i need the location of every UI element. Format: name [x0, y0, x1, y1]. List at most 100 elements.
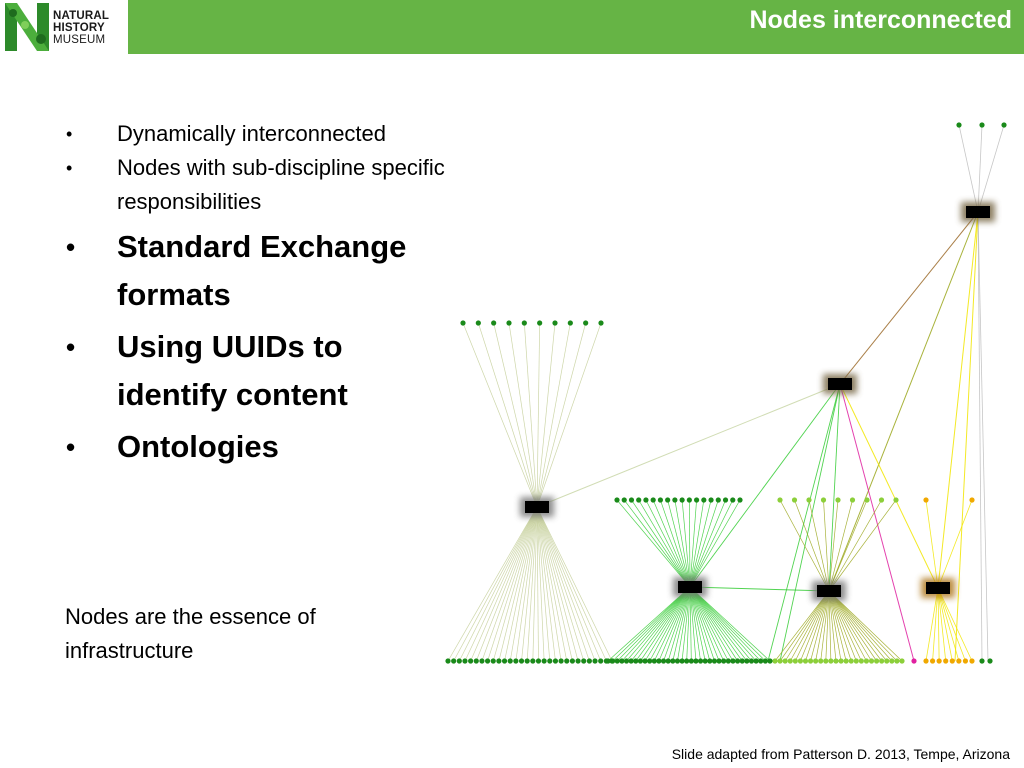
network-leaf-node [730, 497, 736, 503]
network-edge [828, 590, 837, 662]
bullet-text: Ontologies [117, 429, 279, 464]
network-leaf-node [530, 658, 536, 664]
network-edge [689, 586, 766, 662]
network-edge [638, 499, 691, 588]
logo-line-museum: MUSEUM [53, 34, 106, 46]
network-leaf-node [586, 658, 592, 664]
bullet-text: Using UUIDs to identify content [117, 329, 348, 412]
network-leaf-node [725, 658, 731, 664]
network-edge [932, 587, 939, 662]
network-edge [689, 586, 706, 662]
bullet-item: • Standard Exchange formats [60, 223, 460, 319]
network-edge [689, 499, 691, 588]
bullet-glyph: • [66, 432, 76, 462]
network-leaf-node [878, 497, 885, 503]
network-edge [536, 506, 551, 662]
network-edge [689, 499, 719, 588]
network-edge [828, 590, 857, 662]
network-leaf-node [762, 658, 768, 664]
network-leaf-node [777, 658, 783, 664]
network-edge [667, 586, 691, 662]
network-edge [689, 586, 701, 662]
network-leaf-node [820, 497, 827, 503]
network-edge [464, 506, 538, 662]
network-edge [462, 322, 538, 508]
network-leaf-node [693, 497, 700, 503]
network-leaf-node [923, 658, 929, 664]
network-leaf-node [462, 658, 468, 664]
network-leaf-node [807, 658, 814, 664]
network-edge [828, 590, 882, 662]
network-edge [689, 499, 712, 588]
network-edge [828, 590, 867, 662]
network-edge [458, 506, 538, 662]
network-edge [937, 587, 973, 662]
network-leaf-node [737, 497, 743, 503]
bullet-text: Nodes with sub-discipline specific respo… [117, 155, 445, 214]
network-leaf-node [679, 658, 685, 664]
network-edge [493, 322, 538, 508]
network-leaf-node [797, 658, 804, 664]
network-leaf-node [787, 658, 793, 664]
bullet-item: • Nodes with sub-discipline specific res… [60, 151, 460, 219]
network-leaf-node [813, 658, 819, 664]
network-hub-node [525, 501, 549, 513]
network-edge [937, 587, 966, 662]
network-leaf-node [853, 658, 859, 664]
network-edge [828, 499, 897, 592]
network-leaf-node [460, 320, 466, 326]
network-edge [630, 586, 691, 662]
network-leaf-node [893, 497, 899, 503]
network-leaf-node [721, 658, 727, 664]
footer-citation: Slide adapted from Patterson D. 2013, Te… [671, 746, 1010, 762]
network-edge [689, 499, 734, 588]
network-edge [828, 499, 853, 592]
network-edge [536, 506, 585, 662]
network-leaf-node [979, 658, 985, 664]
network-leaf-node [911, 658, 917, 664]
network-edge [958, 124, 979, 213]
network-leaf-node [605, 658, 611, 664]
network-edge [640, 586, 691, 662]
network-edge [536, 383, 841, 508]
network-edge [667, 499, 691, 588]
network-leaf-node [623, 658, 630, 664]
network-leaf-node [868, 658, 875, 664]
network-edge [689, 499, 697, 588]
network-hub-node [966, 206, 990, 218]
network-leaf-node [879, 658, 885, 664]
network-edge [828, 590, 832, 662]
network-edge [925, 587, 939, 662]
network-edge [674, 499, 691, 588]
bullet-glyph: • [66, 332, 76, 362]
bullet-text: Standard Exchange formats [117, 229, 407, 312]
network-leaf-node [651, 658, 657, 664]
network-leaf-node [711, 658, 718, 664]
network-leaf-node [715, 497, 721, 503]
network-edge [689, 586, 743, 662]
network-edge [808, 499, 830, 592]
network-leaf-node [496, 658, 502, 664]
network-edge [779, 499, 830, 592]
network-edge [689, 586, 729, 662]
network-leaf-node [929, 658, 936, 664]
network-edge [828, 590, 893, 662]
network-leaf-node [949, 658, 955, 664]
network-edge [689, 586, 738, 662]
network-edge [794, 499, 830, 592]
network-edge [504, 506, 538, 662]
bullet-item: • Dynamically interconnected [60, 117, 460, 151]
network-leaf-node [628, 497, 635, 503]
network-edge [536, 506, 596, 662]
network-leaf-node [552, 658, 559, 664]
network-edge [823, 499, 830, 592]
network-hub-node [678, 581, 702, 593]
network-edge [779, 590, 830, 662]
network-edge [689, 586, 711, 662]
network-leaf-node [772, 658, 778, 664]
bullet-list: • Dynamically interconnected • Nodes wit… [60, 117, 460, 471]
network-leaf-node [541, 658, 547, 664]
network-edge [689, 499, 726, 588]
network-leaf-node [956, 122, 962, 128]
network-leaf-node [735, 658, 741, 664]
